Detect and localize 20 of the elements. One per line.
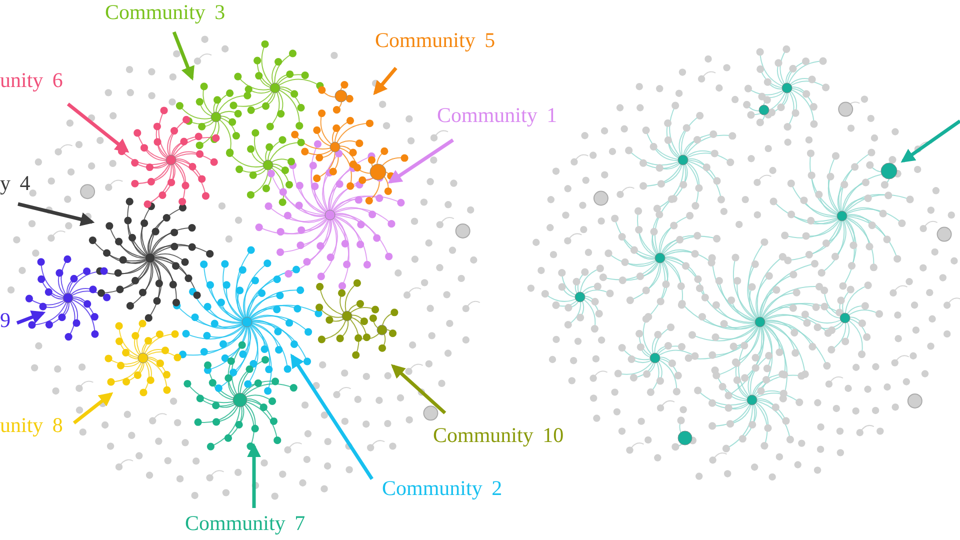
leader-arrow <box>373 66 398 96</box>
community-label: Community 3 <box>105 0 226 24</box>
leader-arrow <box>172 31 194 81</box>
community-label: unity 8 <box>0 413 63 437</box>
leader-arrow <box>18 202 95 226</box>
community-label: Community 10 <box>433 423 564 447</box>
leader-arrow <box>72 392 114 424</box>
leader-arrow <box>388 138 454 184</box>
community-label: unity 6 <box>0 68 63 92</box>
community-label: Community 5 <box>375 28 496 52</box>
community-label: Community 7 <box>185 511 306 535</box>
community-label: y 4 <box>0 171 30 195</box>
community-label: 9 <box>0 308 10 332</box>
leader-arrow <box>66 102 130 153</box>
community-label: Community 1 <box>437 103 558 127</box>
leader-arrow <box>290 354 374 480</box>
leader-arrow <box>16 310 46 325</box>
leader-arrow <box>247 443 261 508</box>
leader-arrow <box>390 364 446 414</box>
community-label: Community 2 <box>382 476 502 500</box>
